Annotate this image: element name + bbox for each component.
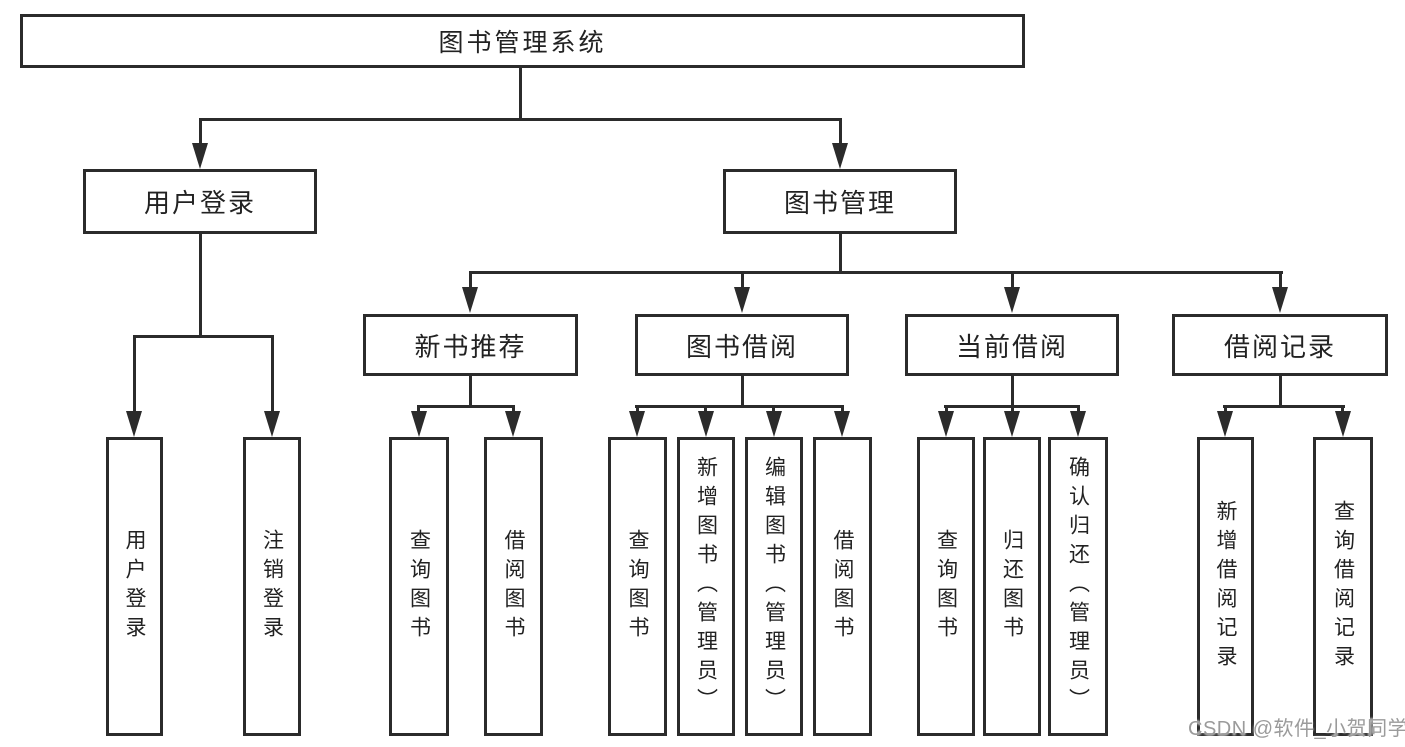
connector-current-vline xyxy=(1011,376,1014,405)
down-arrowhead-icon xyxy=(1335,411,1351,437)
arrow-shaft xyxy=(772,405,775,413)
leaf-logout: 注销登录 xyxy=(243,437,301,736)
leaf-user-login: 用户登录 xyxy=(106,437,163,736)
down-arrowhead-icon xyxy=(411,411,427,437)
leaf-query-book-current: 查询图书 xyxy=(917,437,975,736)
connector-root-vline xyxy=(519,68,522,118)
down-arrowhead-icon xyxy=(505,411,521,437)
down-arrowhead-icon xyxy=(1217,411,1233,437)
connector-records-vline xyxy=(1279,376,1282,405)
arrow-shaft xyxy=(839,118,842,144)
arrow-shaft xyxy=(1224,405,1227,413)
arrow-shaft xyxy=(741,271,744,289)
connector-root-hline xyxy=(199,118,842,121)
connector-newbook-vline xyxy=(469,376,472,405)
leaf-return-book: 归还图书 xyxy=(983,437,1041,736)
node-book-borrowing: 图书借阅 xyxy=(635,314,849,376)
arrow-shaft xyxy=(133,335,136,411)
down-arrowhead-icon xyxy=(834,411,850,437)
arrow-shaft xyxy=(469,271,472,289)
leaf-add-borrow-record: 新增借阅记录 xyxy=(1197,437,1254,736)
leaf-borrow-book-recommend: 借阅图书 xyxy=(484,437,543,736)
node-borrowing-records: 借阅记录 xyxy=(1172,314,1388,376)
connector-records-hline xyxy=(1223,405,1345,408)
node-current-borrowing: 当前借阅 xyxy=(905,314,1119,376)
arrow-shaft xyxy=(704,405,707,413)
arrow-shaft xyxy=(512,405,515,413)
leaf-query-borrow-record: 查询借阅记录 xyxy=(1313,437,1373,736)
arrow-shaft xyxy=(1011,405,1014,413)
down-arrowhead-icon xyxy=(629,411,645,437)
connector-borrowing-hline xyxy=(635,405,844,408)
leaf-borrow-book: 借阅图书 xyxy=(813,437,872,736)
arrow-shaft xyxy=(271,335,274,411)
down-arrowhead-icon xyxy=(126,411,142,437)
leaf-query-book-borrowing: 查询图书 xyxy=(608,437,667,736)
arrow-shaft xyxy=(636,405,639,413)
node-library-management-system: 图书管理系统 xyxy=(20,14,1025,68)
leaf-edit-book-admin: 编辑图书（管理员） xyxy=(745,437,803,736)
arrow-shaft xyxy=(1011,271,1014,289)
node-book-management: 图书管理 xyxy=(723,169,957,234)
down-arrowhead-icon xyxy=(264,411,280,437)
node-new-book-recommend: 新书推荐 xyxy=(363,314,578,376)
down-arrowhead-icon xyxy=(1004,287,1020,313)
down-arrowhead-icon xyxy=(938,411,954,437)
connector-newbook-hline xyxy=(417,405,515,408)
leaf-add-book-admin: 新增图书（管理员） xyxy=(677,437,735,736)
arrow-shaft xyxy=(945,405,948,413)
down-arrowhead-icon xyxy=(1272,287,1288,313)
leaf-query-book-recommend: 查询图书 xyxy=(389,437,449,736)
connector-login-hline xyxy=(133,335,274,338)
arrow-shaft xyxy=(1077,405,1080,413)
down-arrowhead-icon xyxy=(832,143,848,169)
connector-login-vline xyxy=(199,234,202,335)
connector-mgmt-hline xyxy=(469,271,1283,274)
down-arrowhead-icon xyxy=(1004,411,1020,437)
arrow-shaft xyxy=(1279,271,1282,289)
arrow-shaft xyxy=(841,405,844,413)
down-arrowhead-icon xyxy=(462,287,478,313)
down-arrowhead-icon xyxy=(734,287,750,313)
connector-borrowing-vline xyxy=(741,376,744,405)
down-arrowhead-icon xyxy=(698,411,714,437)
arrow-shaft xyxy=(417,405,420,413)
connector-mgmt-vline xyxy=(839,234,842,271)
down-arrowhead-icon xyxy=(1070,411,1086,437)
down-arrowhead-icon xyxy=(766,411,782,437)
down-arrowhead-icon xyxy=(192,143,208,169)
leaf-confirm-return-admin: 确认归还（管理员） xyxy=(1048,437,1108,736)
csdn-watermark: CSDN @软件_小贺同学 xyxy=(1188,718,1405,740)
node-user-login: 用户登录 xyxy=(83,169,317,234)
arrow-shaft xyxy=(1341,405,1344,413)
arrow-shaft xyxy=(199,118,202,144)
